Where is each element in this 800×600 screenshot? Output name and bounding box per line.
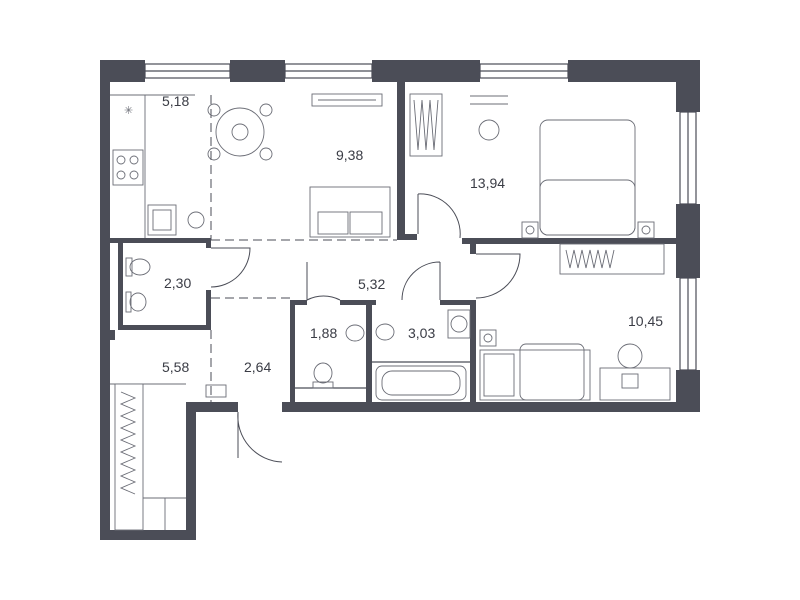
living-furniture	[309, 93, 391, 238]
bathroom-fixtures	[375, 309, 471, 401]
bedroom-2-furniture	[479, 243, 671, 401]
interior-walls	[110, 82, 676, 402]
bedroom-1-furniture	[409, 93, 655, 239]
windows	[144, 63, 697, 371]
area-bedroom-2: 10,45	[628, 313, 663, 329]
bathroom-small-fixtures	[125, 257, 151, 313]
kitchen-furniture: ✳	[110, 94, 205, 238]
area-wardrobe: 5,58	[162, 359, 189, 375]
outer-walls	[100, 60, 700, 540]
area-bathroom-small: 2,30	[164, 275, 191, 291]
area-wc: 1,88	[310, 325, 337, 341]
area-entrance: 2,64	[244, 359, 271, 375]
dining-table	[207, 103, 273, 161]
wc-fixtures	[312, 324, 365, 389]
area-labels: 5,18 9,38 13,94 2,30 5,32 1,88 3,03 10,4…	[162, 93, 663, 375]
area-hall: 5,32	[358, 276, 385, 292]
doors	[210, 193, 521, 463]
area-living: 9,38	[336, 147, 363, 163]
svg-text:✳: ✳	[124, 104, 133, 117]
area-bathroom: 3,03	[408, 325, 435, 341]
zone-dividers	[210, 95, 397, 402]
area-bedroom-1: 13,94	[470, 175, 505, 191]
wardrobe-furniture	[110, 383, 227, 531]
area-kitchen: 5,18	[162, 93, 189, 109]
